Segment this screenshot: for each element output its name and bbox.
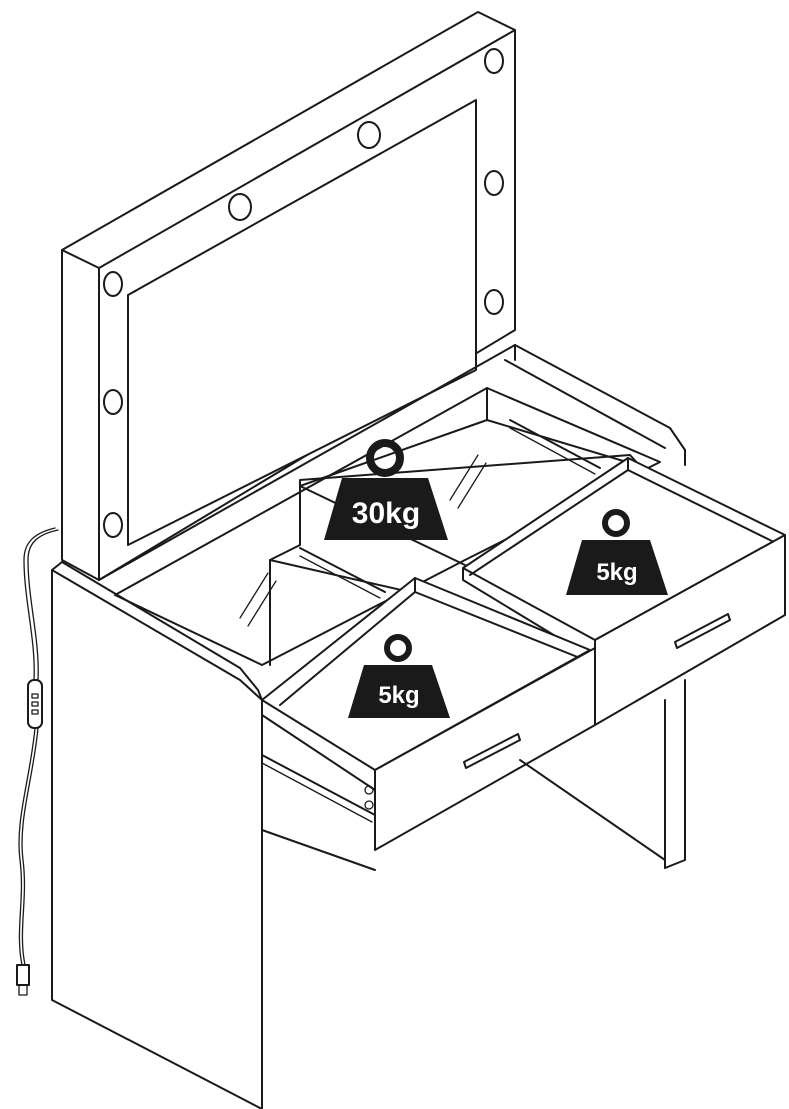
led-remote-icon (27, 679, 43, 729)
left-side-panel (51, 561, 263, 1109)
bulb-icon (484, 48, 504, 74)
table-top (98, 344, 686, 581)
bulb-icon (484, 289, 504, 315)
right-leg (261, 679, 686, 871)
mirror-frame (61, 11, 516, 581)
weight-right-label: 5kg (596, 559, 637, 586)
bulb-icon (357, 121, 381, 149)
bulb-icon (484, 170, 504, 196)
bulb-icon (228, 193, 252, 221)
weight-top-label: 30kg (352, 497, 420, 530)
right-drawer-handle (674, 613, 731, 649)
left-drawer-handle (463, 733, 521, 769)
led-cable (16, 527, 59, 996)
weight-left-label: 5kg (378, 682, 419, 709)
mirror-bulbs (103, 48, 504, 538)
weight-left-drawer: 5kg (348, 634, 450, 718)
bulb-icon (103, 512, 123, 538)
weight-right-drawer: 5kg (566, 509, 668, 595)
weight-top: 30kg (324, 439, 448, 540)
left-drawer-front (374, 647, 596, 851)
bulb-icon (103, 389, 123, 415)
mirror-glass (127, 99, 477, 546)
usb-plug-icon (16, 964, 30, 986)
bulb-icon (103, 271, 123, 297)
